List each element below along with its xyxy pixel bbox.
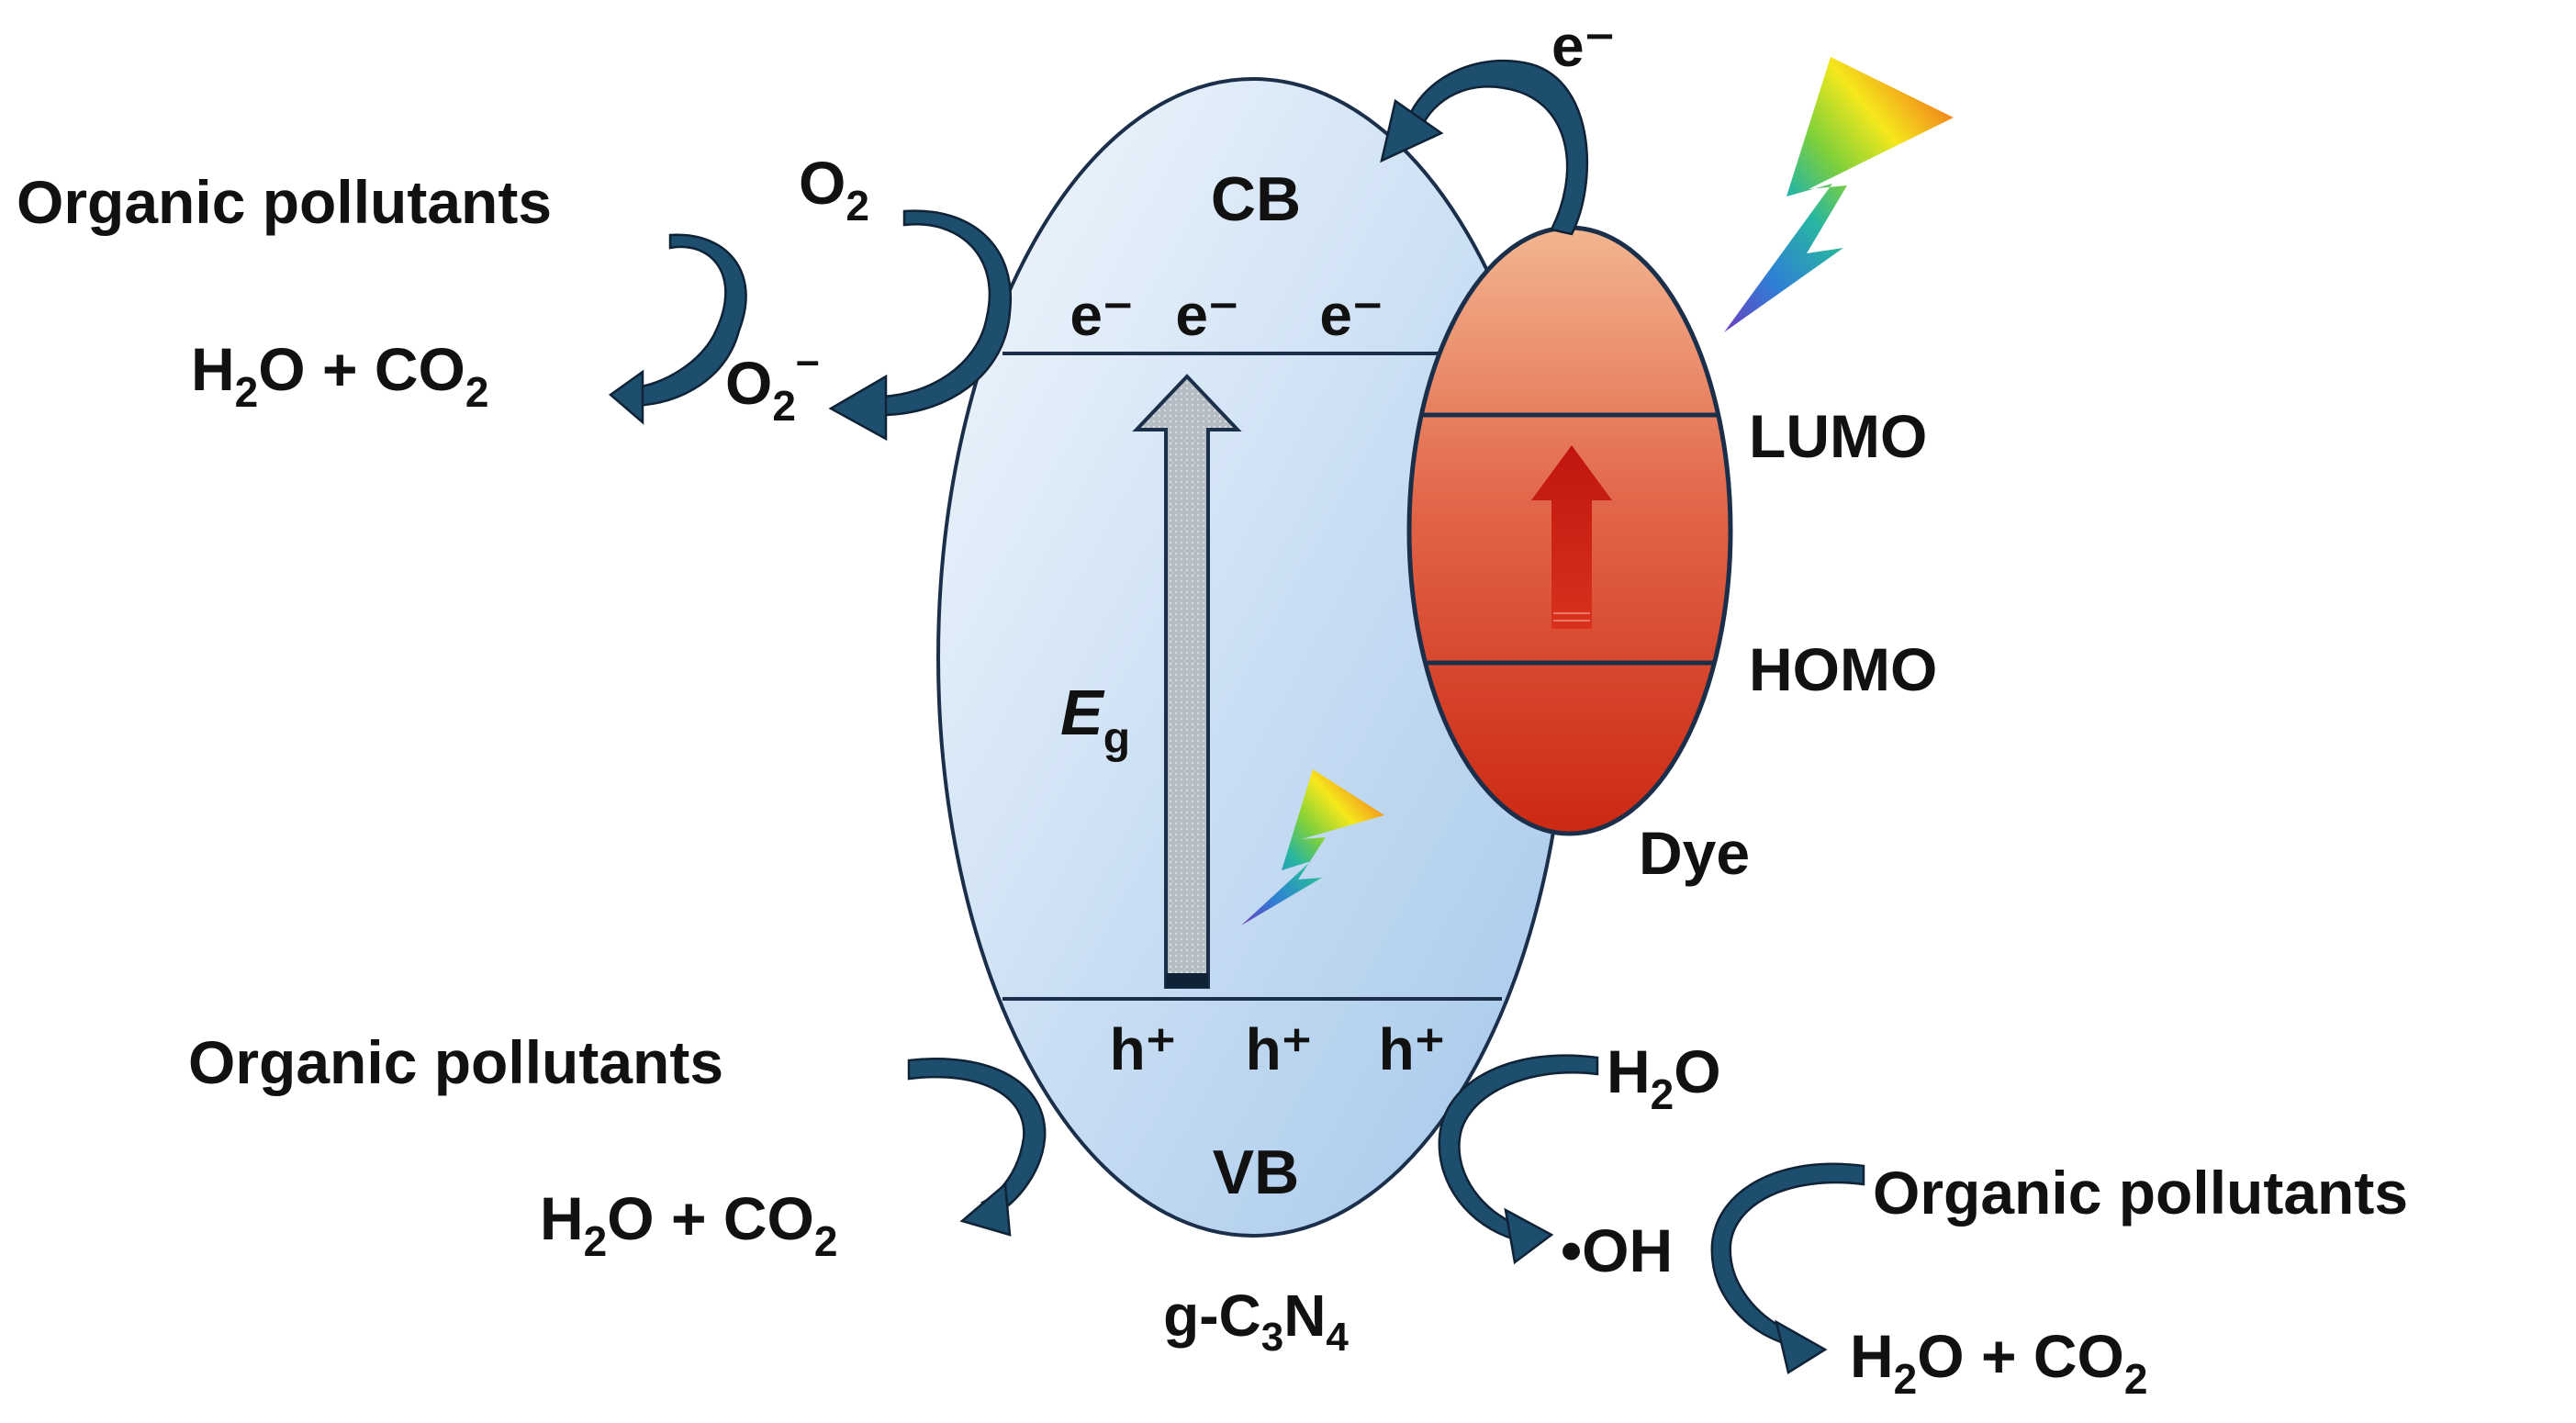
o2-reduction-arrow — [828, 209, 1013, 442]
bottom-right-products-label: H2O + CO2 — [1850, 1322, 2147, 1403]
bottom-right-degradation-arrow — [1710, 1162, 1865, 1374]
top-products-label: H2O + CO2 — [191, 335, 488, 416]
lightning-bolt-small-icon — [1241, 769, 1384, 925]
material-label: g-C3N4 — [1163, 1283, 1349, 1360]
transfer-electron-label: e⁻ — [1551, 13, 1615, 79]
electron-3: e⁻ — [1319, 282, 1383, 348]
bottom-left-products-label: H2O + CO2 — [540, 1184, 837, 1265]
dye-molecule — [1406, 225, 1733, 836]
o2-label: O2 — [799, 149, 869, 230]
top-pollutants-label: Organic pollutants — [17, 168, 552, 236]
bandgap-label: Eg — [1060, 677, 1130, 763]
electron-2: e⁻ — [1175, 282, 1238, 348]
electron-transfer-arrow — [1380, 60, 1589, 236]
lightning-bolt-large-icon — [1724, 57, 1954, 332]
bottom-right-pollutants-label: Organic pollutants — [1873, 1159, 2408, 1227]
lumo-label: LUMO — [1749, 402, 1927, 470]
dye-excitation-arrow — [1531, 445, 1612, 629]
cb-label: CB — [1211, 164, 1301, 234]
water-oxidation-arrow — [1438, 1054, 1599, 1265]
electron-1: e⁻ — [1070, 282, 1133, 348]
hole-1: h⁺ — [1110, 1016, 1177, 1082]
water-label: H2O — [1607, 1037, 1721, 1118]
hole-3: h⁺ — [1379, 1016, 1446, 1082]
curved-arrows — [608, 60, 1865, 1374]
bottom-left-pollutants-label: Organic pollutants — [188, 1028, 723, 1096]
hydroxyl-label: •OH — [1561, 1216, 1673, 1284]
dye-label: Dye — [1639, 819, 1750, 887]
top-degradation-arrow — [608, 233, 747, 425]
homo-label: HOMO — [1749, 635, 1937, 703]
bandgap-arrow — [1132, 374, 1242, 989]
vb-label: VB — [1213, 1137, 1299, 1207]
superoxide-label: O2– — [725, 336, 820, 430]
hole-2: h⁺ — [1246, 1016, 1313, 1082]
bottom-left-degradation-arrow — [907, 1058, 1047, 1237]
